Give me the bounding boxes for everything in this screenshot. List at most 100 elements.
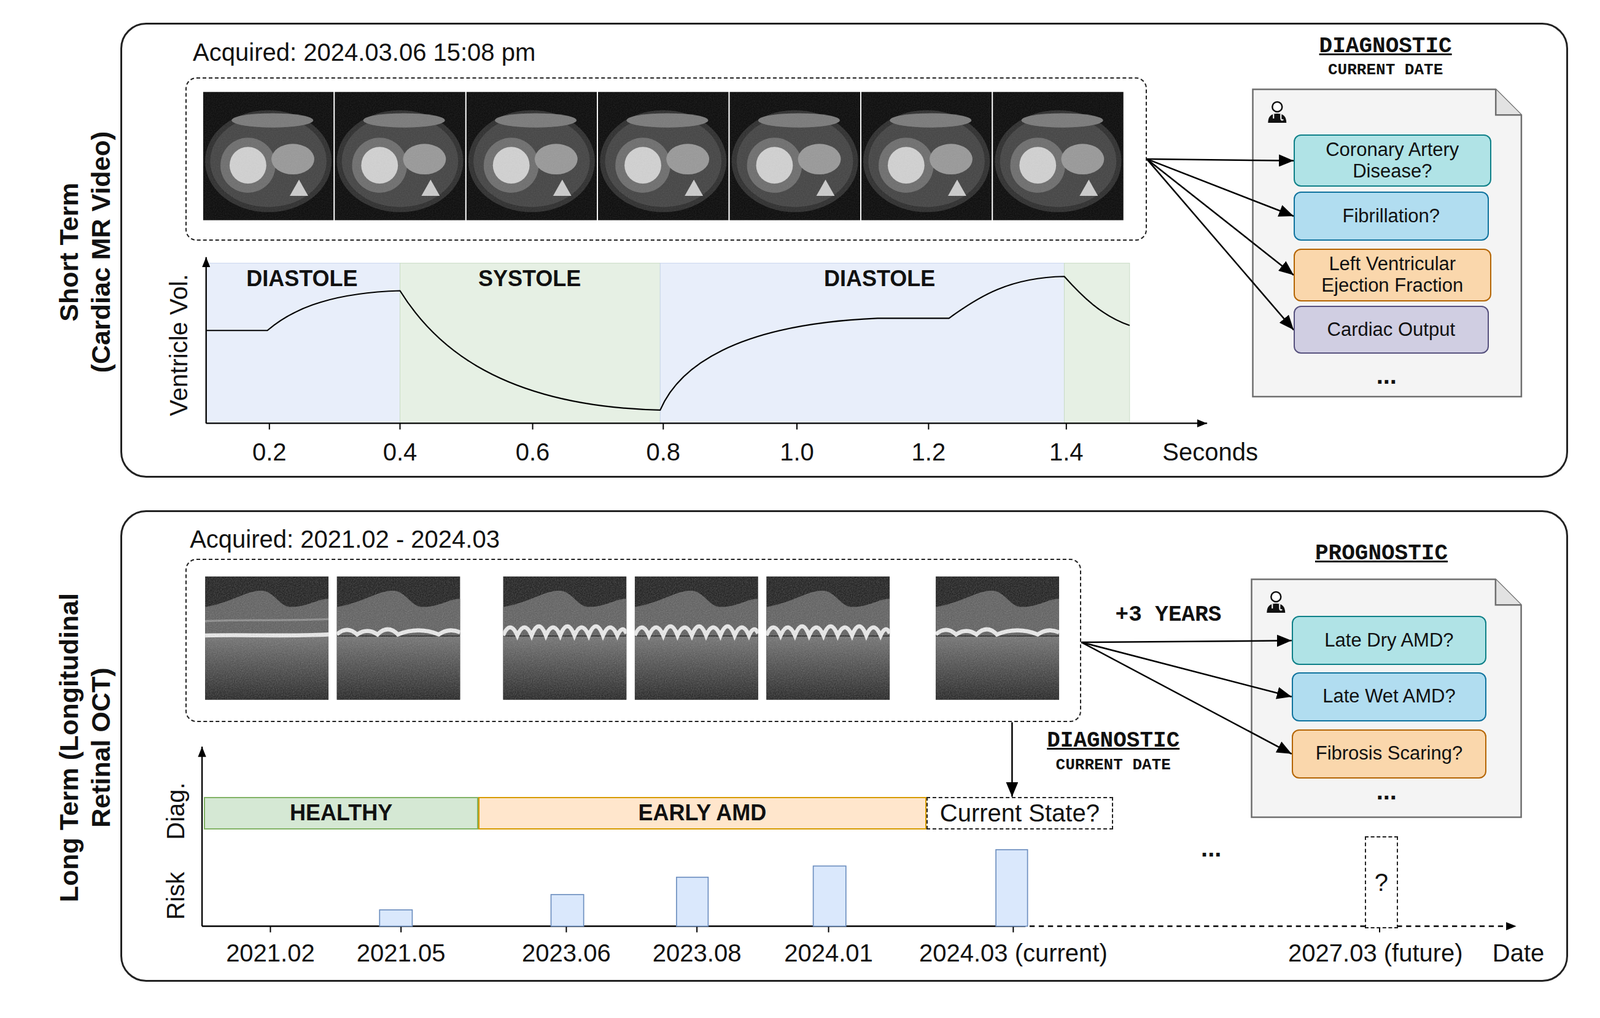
risk-bar bbox=[550, 894, 584, 927]
box-label: Coronary Artery Disease? bbox=[1302, 139, 1482, 182]
systole-region bbox=[400, 263, 661, 424]
stethoscope bbox=[1273, 114, 1284, 121]
volume-axis bbox=[205, 257, 207, 424]
mr-frame bbox=[598, 92, 729, 221]
date-label: 2024.03 (current) bbox=[919, 938, 1108, 967]
box-label: Fibrillation? bbox=[1342, 205, 1441, 228]
ellipsis: ... bbox=[1200, 835, 1222, 861]
phase-label: DIASTOLE bbox=[246, 267, 358, 290]
doctor-body bbox=[1267, 603, 1286, 613]
document-fold bbox=[1495, 89, 1522, 116]
band-label: EARLY AMD bbox=[638, 800, 767, 826]
finding-box: Late Dry AMD? bbox=[1291, 615, 1487, 665]
finding-box: Fibrosis Scaring? bbox=[1291, 729, 1487, 779]
report-document: DIAGNOSTICCURRENT DATE...Coronary Artery… bbox=[1251, 88, 1523, 398]
tick-label: 0.2 bbox=[252, 437, 287, 467]
axis-ticks bbox=[269, 423, 1067, 430]
risk-bar bbox=[995, 849, 1028, 927]
tick-label: 1.2 bbox=[911, 437, 947, 467]
unknown-box: ? bbox=[1364, 836, 1398, 929]
mr-frame bbox=[992, 92, 1124, 221]
report-heading: PROGNOSTIC bbox=[1315, 541, 1448, 567]
risk-bar bbox=[813, 865, 847, 926]
oct-frame bbox=[634, 576, 759, 700]
acquired-note: Acquired: 2024.03.06 15:08 pm bbox=[192, 38, 536, 67]
time-axis bbox=[206, 422, 1208, 424]
section-subheading: CURRENT DATE bbox=[1056, 756, 1171, 775]
doctor-head bbox=[1272, 101, 1282, 112]
mr-frame bbox=[861, 92, 993, 221]
oct-frame bbox=[205, 576, 329, 700]
axis-title: Seconds bbox=[1162, 437, 1259, 467]
state-box: Current State? bbox=[926, 796, 1114, 830]
mr-frame bbox=[729, 92, 861, 221]
risk-axis bbox=[201, 746, 203, 926]
mr-frame bbox=[203, 92, 334, 221]
diagnosis-band: HEALTHY bbox=[203, 796, 479, 830]
box-label: Left Ventricular Ejection Fraction bbox=[1302, 253, 1482, 296]
report-document: PROGNOSTIC...Late Dry AMD?Late Wet AMD?F… bbox=[1250, 578, 1523, 819]
doctor-body bbox=[1267, 113, 1287, 123]
oct-frame bbox=[766, 576, 890, 700]
panel-title: Short Term (Cardiac MR Video) bbox=[54, 130, 118, 374]
date-label: 2023.06 bbox=[521, 938, 611, 967]
box-label: Late Wet AMD? bbox=[1322, 685, 1456, 708]
finding-box: Cardiac Output bbox=[1293, 305, 1489, 354]
finding-box: Fibrillation? bbox=[1293, 191, 1489, 241]
doctor-icon bbox=[1267, 101, 1287, 123]
box-label: Late Dry AMD? bbox=[1324, 629, 1454, 652]
future-axis bbox=[1020, 925, 1517, 927]
axis-title: Ventricle Vol. bbox=[164, 273, 193, 416]
finding-box: Left Ventricular Ejection Fraction bbox=[1293, 248, 1491, 301]
panel-title: Long Term (Longitudinal Retinal OCT) bbox=[54, 592, 118, 904]
date-label: 2024.01 bbox=[784, 938, 874, 967]
phase-label: DIASTOLE bbox=[823, 267, 936, 290]
mr-frame bbox=[334, 92, 466, 221]
box-label: Fibrosis Scaring? bbox=[1315, 742, 1463, 765]
doctor-icon bbox=[1267, 591, 1286, 613]
timescale-panel: Short Term (Cardiac MR Video)Acquired: 2… bbox=[120, 22, 1569, 478]
document-shape bbox=[1251, 579, 1522, 818]
tick-label: 0.4 bbox=[383, 437, 418, 467]
tick-label: 1.0 bbox=[779, 437, 815, 467]
document-fold bbox=[1495, 579, 1522, 606]
doctor-head bbox=[1271, 591, 1282, 602]
date-ticks bbox=[270, 925, 1380, 933]
image-sequence: Acquired: 2024.03.06 15:08 pm bbox=[185, 77, 1147, 241]
phase-label: SYSTOLE bbox=[478, 267, 581, 290]
band-label: HEALTHY bbox=[289, 800, 393, 826]
report-heading: DIAGNOSTIC bbox=[1319, 34, 1453, 59]
axis-title: Risk bbox=[161, 871, 190, 920]
oct-frame bbox=[935, 576, 1060, 700]
edge-label: +3 YEARS bbox=[1113, 602, 1225, 628]
section-heading: DIAGNOSTIC bbox=[1046, 728, 1180, 754]
report-heading: ... bbox=[1376, 778, 1397, 804]
connector-arrow bbox=[1011, 722, 1014, 797]
axis-title: Date bbox=[1492, 938, 1545, 967]
state-label: Current State? bbox=[939, 799, 1100, 827]
report-heading: CURRENT DATE bbox=[1328, 61, 1443, 80]
acquired-note: Acquired: 2021.02 - 2024.03 bbox=[189, 524, 500, 554]
risk-bar bbox=[676, 877, 709, 927]
document-shape bbox=[1252, 89, 1521, 398]
stethoscope bbox=[1272, 604, 1283, 611]
report-heading: ... bbox=[1376, 362, 1397, 388]
mr-frame bbox=[466, 92, 598, 221]
question-mark: ? bbox=[1374, 868, 1389, 896]
box-label: Cardiac Output bbox=[1327, 319, 1456, 341]
date-label: 2023.08 bbox=[652, 938, 742, 967]
tick-label: 1.4 bbox=[1049, 437, 1084, 467]
risk-bar bbox=[379, 909, 412, 927]
date-label: 2021.05 bbox=[356, 938, 446, 967]
diastole-region bbox=[206, 263, 401, 424]
date-axis bbox=[201, 925, 1021, 927]
finding-box: Late Wet AMD? bbox=[1291, 672, 1487, 722]
finding-box: Coronary Artery Disease? bbox=[1293, 134, 1491, 187]
tick-label: 0.6 bbox=[515, 437, 551, 467]
date-label: 2027.03 (future) bbox=[1288, 938, 1464, 967]
volume-curve bbox=[206, 276, 1130, 411]
tick-label: 0.8 bbox=[645, 437, 681, 467]
oct-frame bbox=[336, 576, 460, 700]
date-label: 2021.02 bbox=[225, 938, 315, 967]
